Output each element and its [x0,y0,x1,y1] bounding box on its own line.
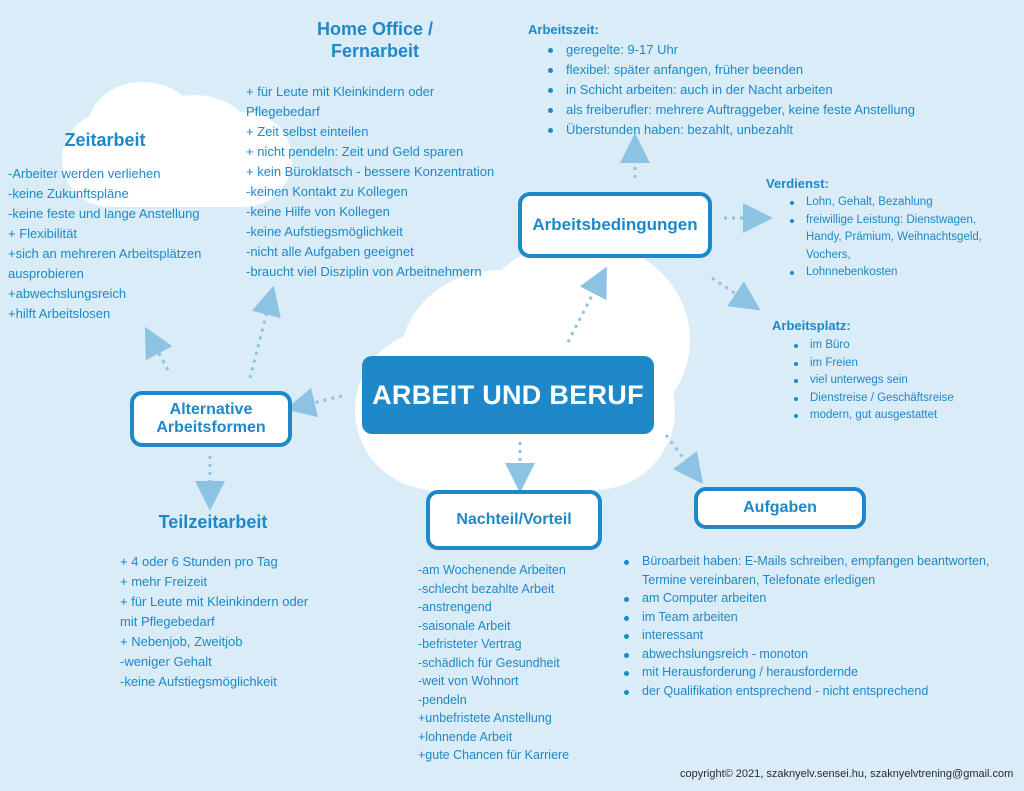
list-item: + für Leute mit Kleinkindern oder [246,84,435,99]
list-item: Handy, Prämium, Weihnachtsgeld, [806,231,982,243]
list-item: -weniger Gehalt [120,654,212,669]
arrow-to-home-office [248,285,281,379]
list-item: -anstrengend [418,600,492,614]
list-item: ausprobieren [8,266,84,281]
node-aufgaben-label: Aufgaben [743,499,817,517]
list-item: abwechslungsreich - monoton [618,645,1022,664]
arbeitszeit-title: Arbeitszeit: [528,22,599,37]
aufgaben-list: Büroarbeit haben: E-Mails schreiben, emp… [618,552,1022,700]
node-alternative-label: Alternative Arbeitsformen [156,401,266,436]
list-item: -keine Aufstiegsmöglichkeit [246,224,403,239]
nachteil-vorteil-list: -am Wochenende Arbeiten -schlecht bezahl… [418,561,618,765]
list-item: der Qualifikation entsprechend - nicht e… [618,682,1022,701]
list-item: -schädlich für Gesundheit [418,655,560,670]
list-item: -keine Zukunftspläne [8,186,129,201]
arbeitsplatz-list: im Büro im Freien viel unterwegs sein Di… [788,337,1018,425]
list-item: freiwillige Leistung: Dienstwagen, [784,212,1020,230]
list-item: -keinen Kontakt zu Kollegen [246,184,408,199]
list-item: +hilft Arbeitslosen [8,306,111,321]
list-item: mit Pflegebedarf [120,614,215,629]
list-item: im Freien [788,355,1018,373]
list-item: +gute Chancen für Karriere [418,748,570,762]
arrow-center-to-alternative [285,387,343,418]
list-item: Lohn, Gehalt, Bezahlung [784,194,1020,212]
list-item: + Flexibilität [8,226,77,241]
list-item: -schlecht bezahlte Arbeit [418,581,555,596]
list-item: flexibel: später anfangen, früher beende… [542,60,1012,80]
node-arbeitsbedingungen[interactable]: Arbeitsbedingungen [518,192,712,258]
list-item: -keine Aufstiegsmöglichkeit [120,674,277,689]
home-office-list: + für Leute mit Kleinkindern oder Pflege… [246,82,536,282]
arrow-to-zeitarbeit [144,326,173,371]
list-item: Vochers, [806,248,851,261]
list-item: Überstunden haben: bezahlt, unbezahlt [542,120,1012,140]
list-item: + für Leute mit Kleinkindern oder [120,594,309,609]
center-title: ARBEIT UND BERUF [362,356,654,434]
verdienst-title: Verdienst: [766,176,829,191]
list-item: -pendeln [418,692,467,707]
list-item: modern, gut ausgestattet [788,407,1018,425]
list-item: -am Wochenende Arbeiten [418,563,566,577]
list-item: -braucht viel Disziplin von Arbeitnehmer… [246,264,482,279]
list-item: + Nebenjob, Zweitjob [120,634,243,649]
list-item: viel unterwegs sein [788,372,1018,390]
list-item: -befristeter Vertrag [418,637,522,651]
zeitarbeit-title: Zeitarbeit [64,130,146,150]
node-arbeitsbedingungen-label: Arbeitsbedingungen [532,214,698,234]
list-item: Dienstreise / Geschäftsreise [788,390,1018,408]
list-item: -keine feste und lange Anstellung [8,206,200,221]
list-item: interessant [618,626,1022,645]
list-item: + nicht pendeln: Zeit und Geld sparen [246,144,464,159]
arrow-center-to-bedingungen [566,266,607,343]
teilzeit-list: + 4 oder 6 Stunden pro Tag + mehr Freize… [120,552,350,692]
verdienst-list: Lohn, Gehalt, Bezahlung freiwillige Leis… [784,194,1020,282]
zeitarbeit-list: -Arbeiter werden verliehen -keine Zukunf… [8,164,238,324]
arrow-center-to-aufgaben [664,434,704,484]
list-item: -Arbeiter werden verliehen [8,166,161,181]
list-item: + 4 oder 6 Stunden pro Tag [120,554,278,569]
list-item: -keine Hilfe von Kollegen [246,204,390,219]
node-nachteil-label: Nachteil/Vorteil [456,511,572,529]
list-item: +sich an mehreren Arbeitsplätzen [8,246,202,261]
list-item: -nicht alle Aufgaben geeignet [246,244,414,259]
list-item: Büroarbeit haben: E-Mails schreiben, emp… [618,552,1022,589]
list-item: mit Herausforderung / herausfordernde [618,663,1022,682]
list-item: + Zeit selbst einteilen [246,124,369,139]
list-item: Pflegebedarf [246,104,320,119]
list-item: +abwechslungsreich [8,286,127,301]
list-item: als freiberufler: mehrere Auftraggeber, … [542,100,1012,120]
node-aufgaben[interactable]: Aufgaben [694,487,866,529]
arrow-to-arbeitsplatz [711,276,761,311]
list-item: in Schicht arbeiten: auch in der Nacht a… [542,80,1012,100]
list-item: am Computer arbeiten [618,589,1022,608]
list-item: Lohnnebenkosten [784,264,1020,282]
list-item: -saisonale Arbeit [418,618,511,633]
node-alternative-arbeitsformen[interactable]: Alternative Arbeitsformen [130,391,292,447]
list-item: +lohnende Arbeit [418,729,513,744]
arbeitsplatz-title: Arbeitsplatz: [772,318,851,333]
list-item: -weit von Wohnort [418,674,519,688]
list-item: +unbefristete Anstellung [418,711,552,725]
list-item: im Büro [788,337,1018,355]
cloud-left [62,112,292,207]
list-item: + mehr Freizeit [120,574,208,589]
teilzeit-title: Teilzeitarbeit [158,512,268,532]
list-item: im Team arbeiten [618,608,1022,627]
copyright-footer: copyright© 2021, szaknyelv.sensei.hu, sz… [680,768,1014,780]
list-item: + kein Büroklatsch - bessere Konzentrati… [246,164,495,179]
home-office-title: Home Office / Fernarbeit [316,19,434,61]
arbeitszeit-list: geregelte: 9-17 Uhr flexibel: später anf… [542,40,1012,140]
list-item: geregelte: 9-17 Uhr [542,40,1012,60]
node-nachteil-vorteil[interactable]: Nachteil/Vorteil [426,490,602,550]
